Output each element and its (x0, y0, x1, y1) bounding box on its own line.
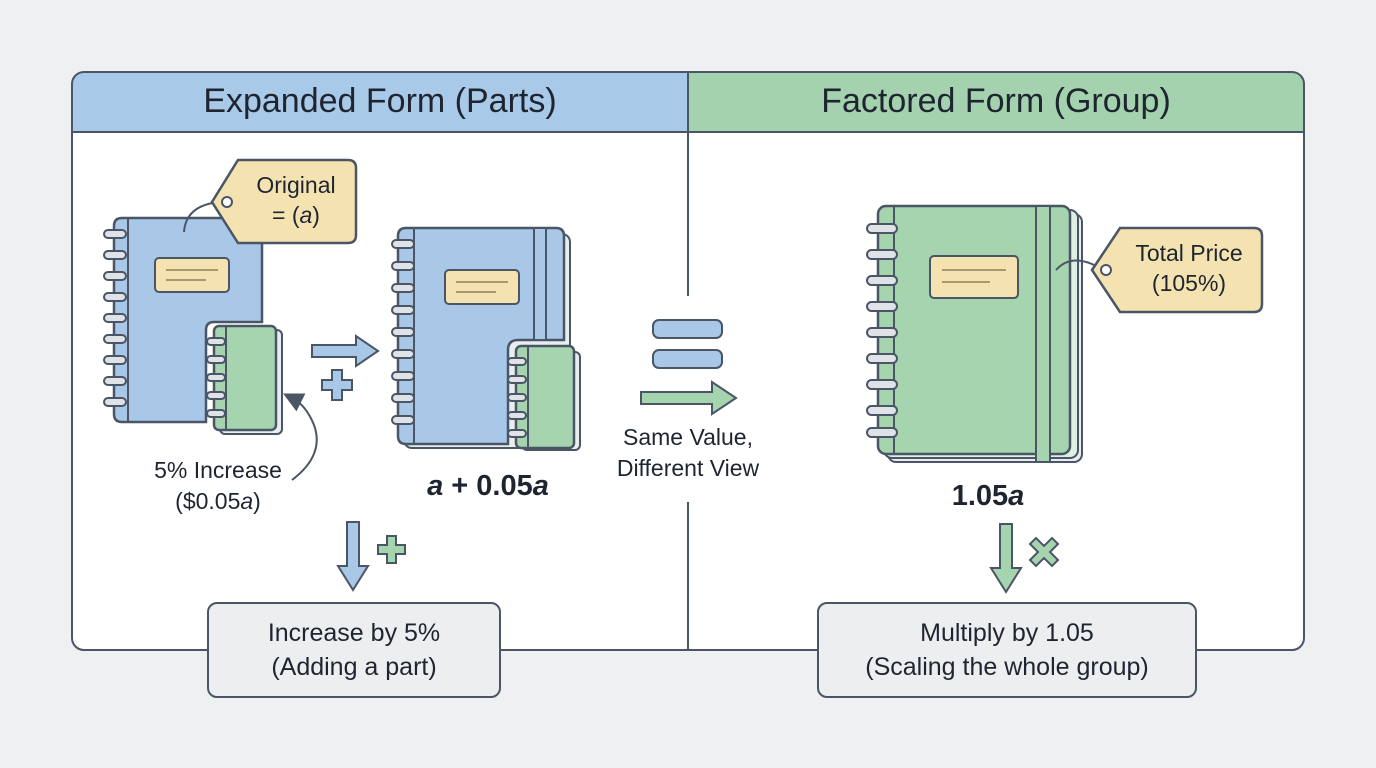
times-icon (1028, 536, 1060, 568)
left-header-band (72, 72, 688, 132)
original-tag-line2: = (a) (272, 202, 320, 228)
right-result-box: Multiply by 1.05 (Scaling the whole grou… (817, 602, 1197, 698)
total-price-tag-line2: (105%) (1151, 270, 1227, 296)
small-green-notebook-icon (206, 324, 283, 435)
pointer-arrow-icon (283, 393, 318, 481)
plus-small-icon (377, 535, 406, 564)
total-price-tag-label: Total Price (105%) (1116, 238, 1262, 298)
factored-expression: 1.05a (951, 480, 1025, 512)
increase-label: 5% Increase ($0.05a) (128, 455, 308, 517)
increase-label-line2: ($0.05a) (175, 488, 261, 514)
expanded-expression: a + 0.05a (427, 470, 549, 502)
original-tag-label: Original = (a) (236, 170, 356, 230)
right-result-line1: Multiply by 1.05 (920, 619, 1094, 647)
plus-icon (321, 369, 353, 401)
arrow-right-center-icon (640, 380, 738, 416)
increase-label-line1: 5% Increase (154, 457, 282, 483)
left-panel-title: Expanded Form (Parts) (203, 82, 557, 120)
center-label-line2: Different View (616, 455, 760, 481)
original-notebook-icon (103, 216, 264, 424)
arrow-right-icon (311, 334, 380, 368)
right-result-line2: (Scaling the whole group) (865, 653, 1149, 681)
original-price-tag-icon (183, 158, 358, 245)
left-result-line1: Increase by 5% (267, 619, 441, 647)
total-price-tag-line1: Total Price (1135, 240, 1243, 266)
left-result-box: Increase by 5% (Adding a part) (207, 602, 501, 698)
left-result-line2: (Adding a part) (271, 653, 437, 681)
equals-icon (652, 319, 723, 369)
original-tag-line1: Original (256, 172, 336, 198)
center-label-line1: Same Value, (623, 424, 753, 450)
arrow-down-right-icon (989, 523, 1023, 594)
center-label: Same Value, Different View (598, 422, 778, 484)
total-price-tag-icon (1055, 226, 1264, 314)
arrow-down-icon (336, 521, 370, 592)
right-header-band (688, 72, 1304, 132)
combined-notebook-icon (391, 226, 581, 451)
right-panel-title: Factored Form (Group) (821, 82, 1171, 120)
large-green-notebook-icon (866, 204, 1083, 463)
